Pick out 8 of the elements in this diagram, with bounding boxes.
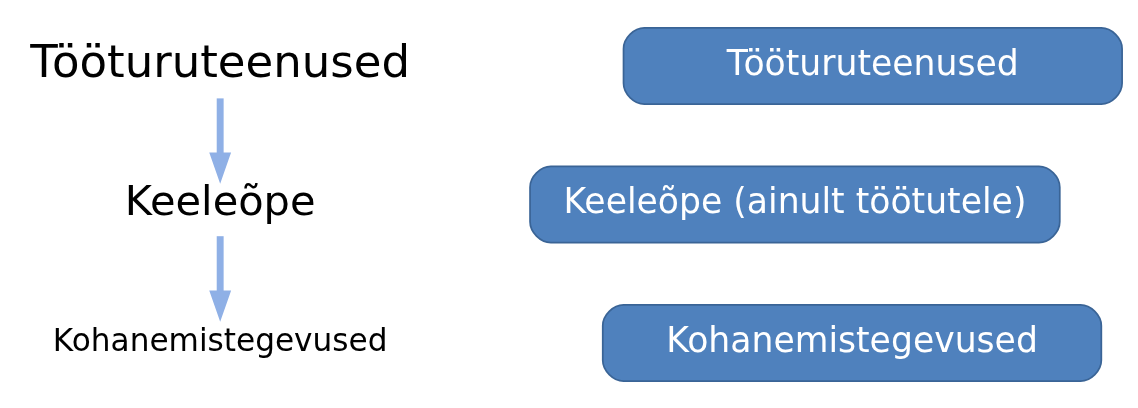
arrow bbox=[209, 97, 232, 184]
node-box: Keeleõpe (ainult töötutele) bbox=[529, 165, 1061, 243]
arrow bbox=[209, 235, 232, 322]
node-box: Kohanemistegevused bbox=[601, 303, 1103, 382]
node-text: Tööturuteenused bbox=[30, 34, 410, 88]
node-text: Kohanemistegevused bbox=[52, 321, 388, 358]
node-text: Keeleõpe bbox=[124, 175, 316, 225]
node-box: Tööturuteenused bbox=[622, 26, 1123, 105]
